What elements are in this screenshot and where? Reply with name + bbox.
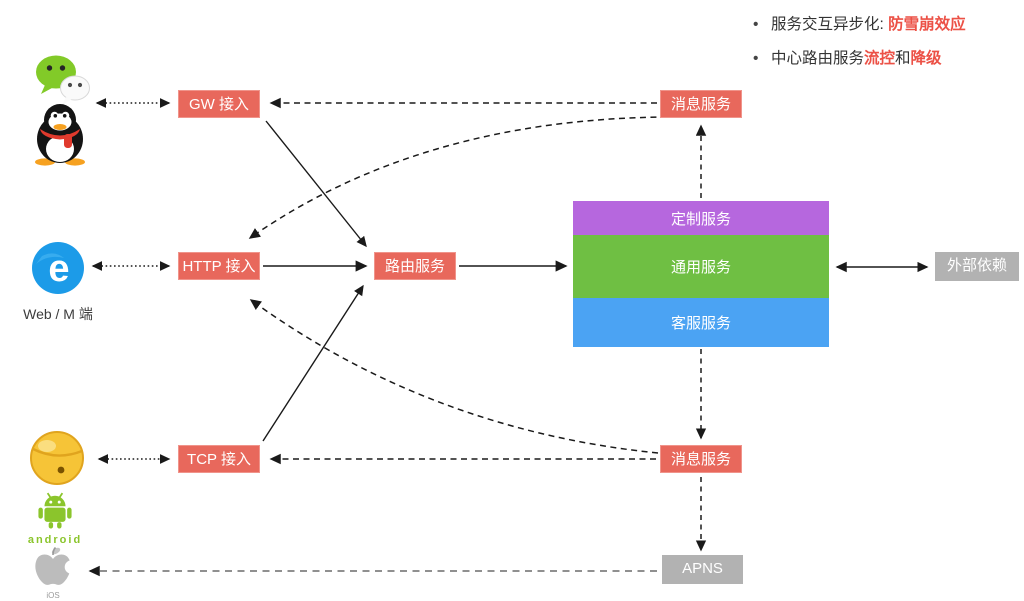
node-common-service: 通用服务 bbox=[573, 235, 829, 298]
node-message-service-bottom: 消息服务 bbox=[660, 445, 742, 473]
bell-icon bbox=[24, 429, 90, 492]
bullet-icon: • bbox=[753, 50, 759, 67]
note-text: 和 bbox=[895, 50, 911, 67]
note-text-accent: 降级 bbox=[910, 50, 942, 67]
edge-browser-icon: e bbox=[30, 242, 86, 300]
wechat-icon bbox=[33, 53, 93, 112]
qq-icon bbox=[27, 102, 93, 171]
node-custom-service: 定制服务 bbox=[573, 201, 829, 235]
android-logo-text: android bbox=[27, 534, 83, 546]
note-route-control: • 中心路由服务流控和降级 bbox=[753, 47, 966, 70]
android-client: android bbox=[24, 491, 86, 546]
services-stack: 定制服务 通用服务 客服服务 bbox=[573, 201, 829, 347]
note-text: 服务交互异步化: bbox=[771, 16, 889, 33]
notes-list: • 服务交互异步化: 防雪崩效应 • 中心路由服务流控和降级 bbox=[753, 13, 966, 81]
note-text-accent: 防雪崩效应 bbox=[888, 16, 966, 33]
ios-client: iOS bbox=[28, 546, 79, 600]
web-client-label: Web / M 端 bbox=[23, 306, 93, 322]
node-route-service: 路由服务 bbox=[374, 252, 456, 280]
node-support-service: 客服服务 bbox=[573, 298, 829, 347]
note-async: • 服务交互异步化: 防雪崩效应 bbox=[753, 13, 966, 36]
android-robot-icon bbox=[26, 492, 84, 533]
node-gw-access: GW 接入 bbox=[178, 90, 260, 118]
node-apns: APNS bbox=[662, 555, 743, 584]
note-text-accent: 流控 bbox=[864, 50, 896, 67]
apple-icon bbox=[30, 546, 79, 592]
edge-msgbottom-http bbox=[249, 299, 659, 454]
node-tcp-access: TCP 接入 bbox=[178, 445, 260, 473]
edge-msgtop-http bbox=[248, 116, 668, 239]
web-client: e Web / M 端 bbox=[20, 240, 96, 324]
node-message-service-top: 消息服务 bbox=[660, 90, 742, 118]
ios-label: iOS bbox=[46, 591, 60, 600]
bullet-icon: • bbox=[753, 16, 759, 33]
node-http-access: HTTP 接入 bbox=[178, 252, 260, 280]
edge-tcp-route bbox=[262, 284, 364, 442]
edge-gw-route bbox=[265, 120, 367, 248]
svg-text:e: e bbox=[48, 248, 69, 290]
node-external-dependency: 外部依赖 bbox=[935, 252, 1019, 281]
note-text: 中心路由服务 bbox=[771, 50, 865, 67]
